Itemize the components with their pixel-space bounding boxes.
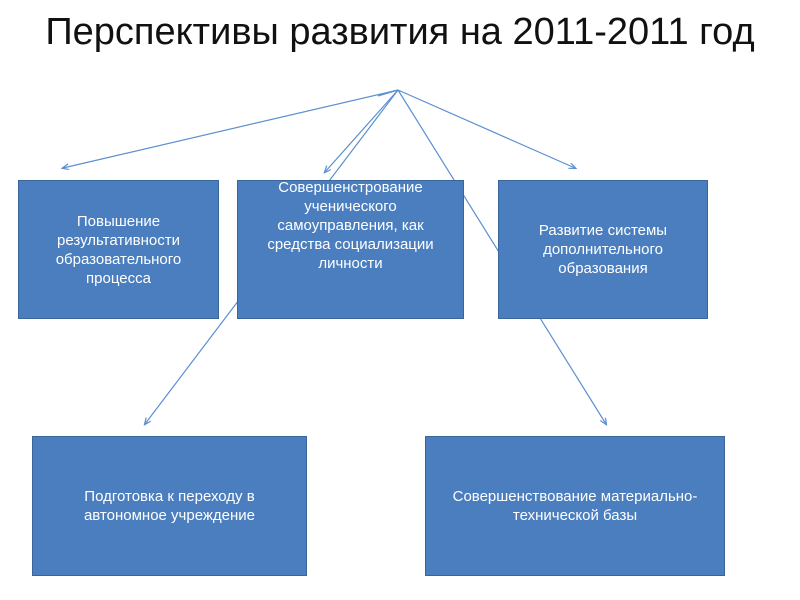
box-results-label: Повышение результативности образовательн…: [55, 212, 182, 287]
box-autonomy: Подготовка к переходу в автономное учреж…: [32, 436, 307, 576]
box-self-government-label: Совершенстрование ученического самоуправ…: [267, 180, 434, 272]
connector-to-results: [63, 89, 399, 168]
box-autonomy-label: Подготовка к переходу в автономное учреж…: [83, 488, 256, 524]
connector-to-additional-education: [397, 89, 575, 168]
connector-title-loop: [377, 89, 399, 97]
box-additional-education-label: Развитие системы дополнительного образов…: [538, 222, 668, 277]
slide-title: Перспективы развития на 2011-2011 год: [45, 11, 755, 53]
box-material-base-label: Совершенствование материально-техническо…: [452, 488, 698, 524]
box-self-government: Совершенстрование ученического самоуправ…: [237, 180, 464, 319]
box-additional-education: Развитие системы дополнительного образов…: [498, 180, 708, 319]
box-material-base: Совершенствование материально-техническо…: [425, 436, 725, 576]
box-results: Повышение результативности образовательн…: [18, 180, 219, 319]
connector-to-self-government: [325, 89, 399, 172]
